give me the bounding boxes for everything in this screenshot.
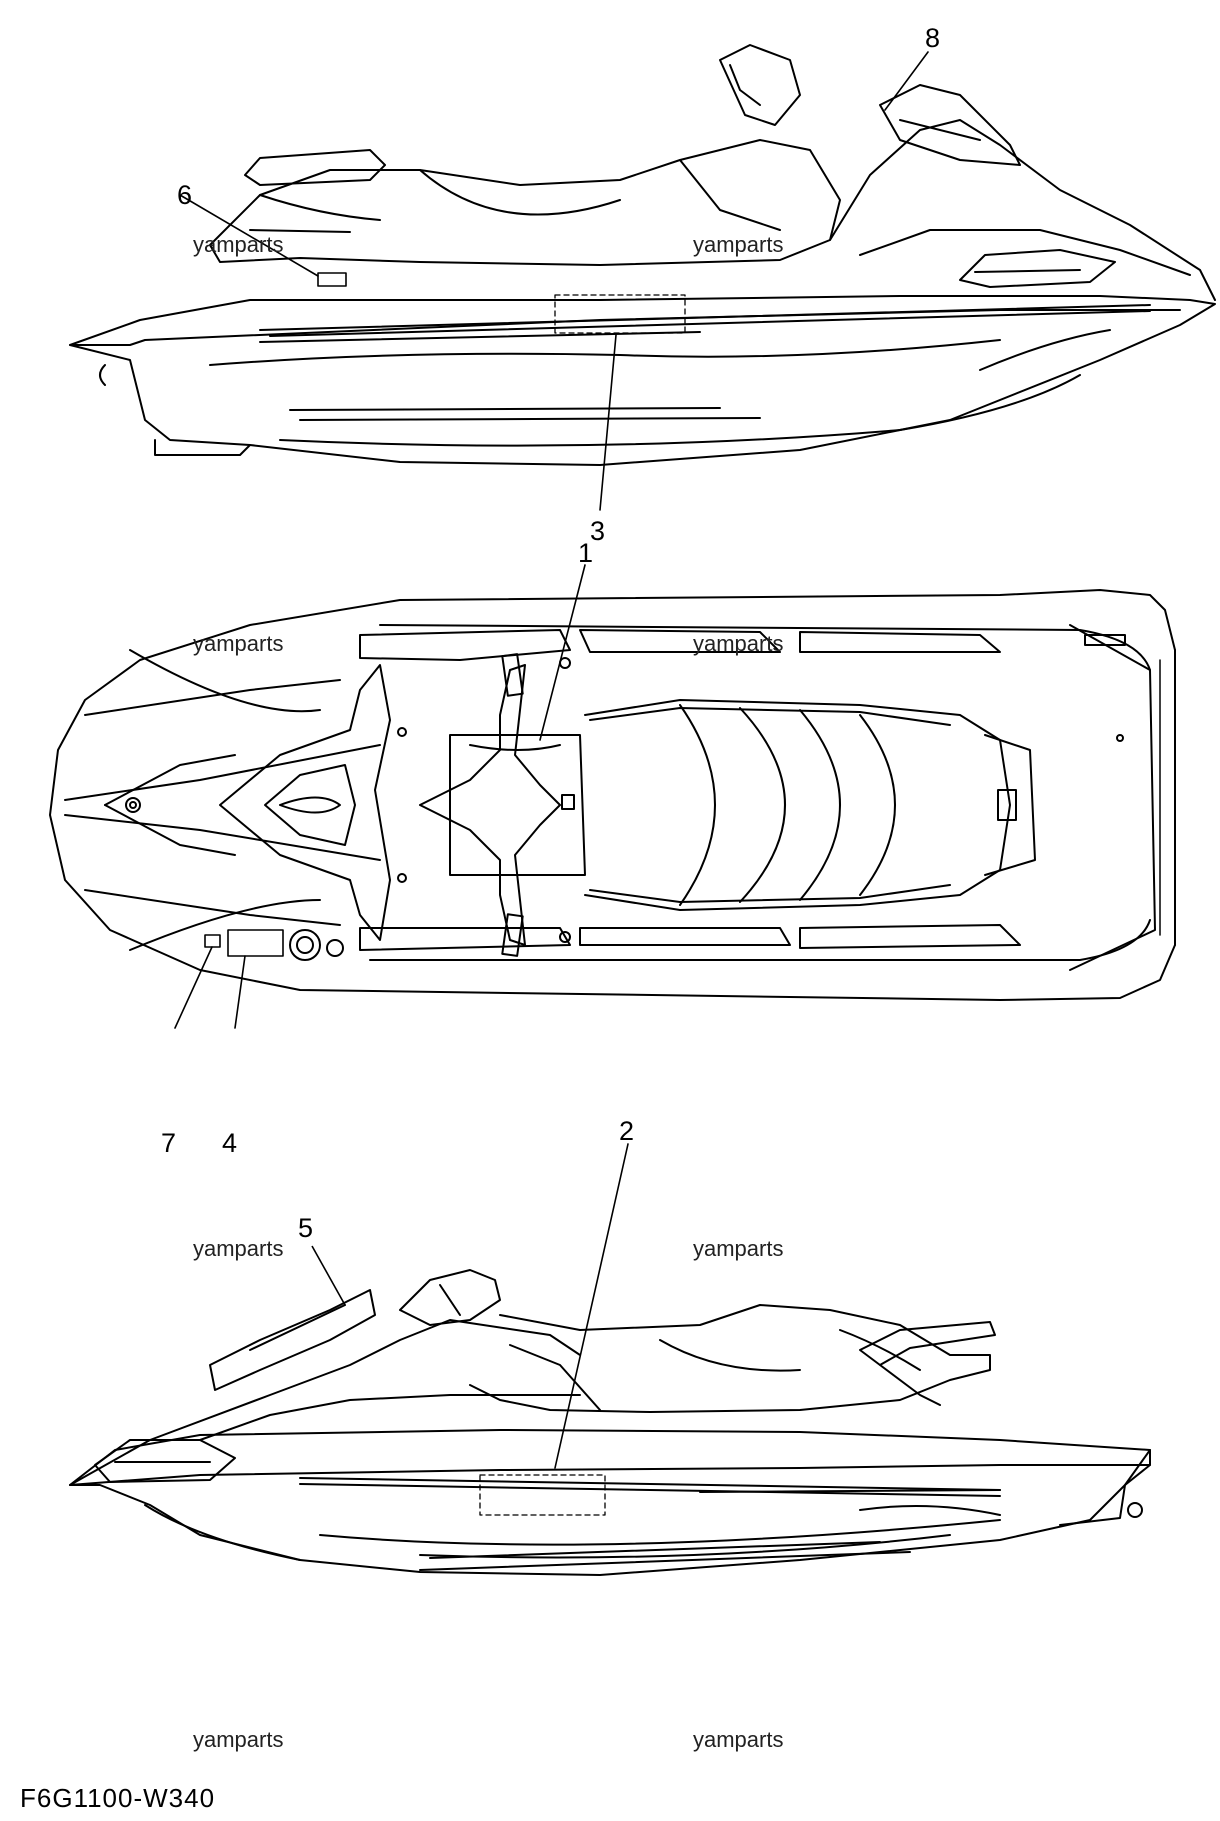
callout-1: 1 [578, 538, 594, 568]
callout-7: 7 [161, 1128, 177, 1158]
callout-5: 5 [298, 1213, 314, 1243]
watermark: yamparts [693, 1727, 784, 1752]
watermark: yamparts [193, 1236, 284, 1261]
side-view-right: 2 [0, 1118, 1220, 1740]
watermark: yamparts [193, 1727, 284, 1752]
callout-4: 4 [222, 1128, 238, 1158]
side-view-left-drawing [69, 44, 1216, 511]
side-view-left: 6 3 8 yamparts yamparts [0, 0, 1220, 545]
watermark: yamparts [693, 1236, 784, 1261]
diagram-code: F6G1100-W340 [20, 1783, 216, 1813]
watermark: yamparts [693, 631, 784, 656]
watermark: yamparts [693, 232, 784, 257]
watermark: yamparts [193, 232, 284, 257]
watermark: yamparts [193, 631, 284, 656]
side-view-right-drawing [69, 1143, 1151, 1576]
callout-3: 3 [590, 516, 606, 546]
top-view: 1 7 4 yamparts yamparts [0, 538, 1220, 1157]
callout-2: 2 [619, 1116, 635, 1146]
callout-8: 8 [925, 23, 941, 53]
top-view-drawing [49, 564, 1176, 1029]
callout-6: 6 [177, 180, 193, 210]
